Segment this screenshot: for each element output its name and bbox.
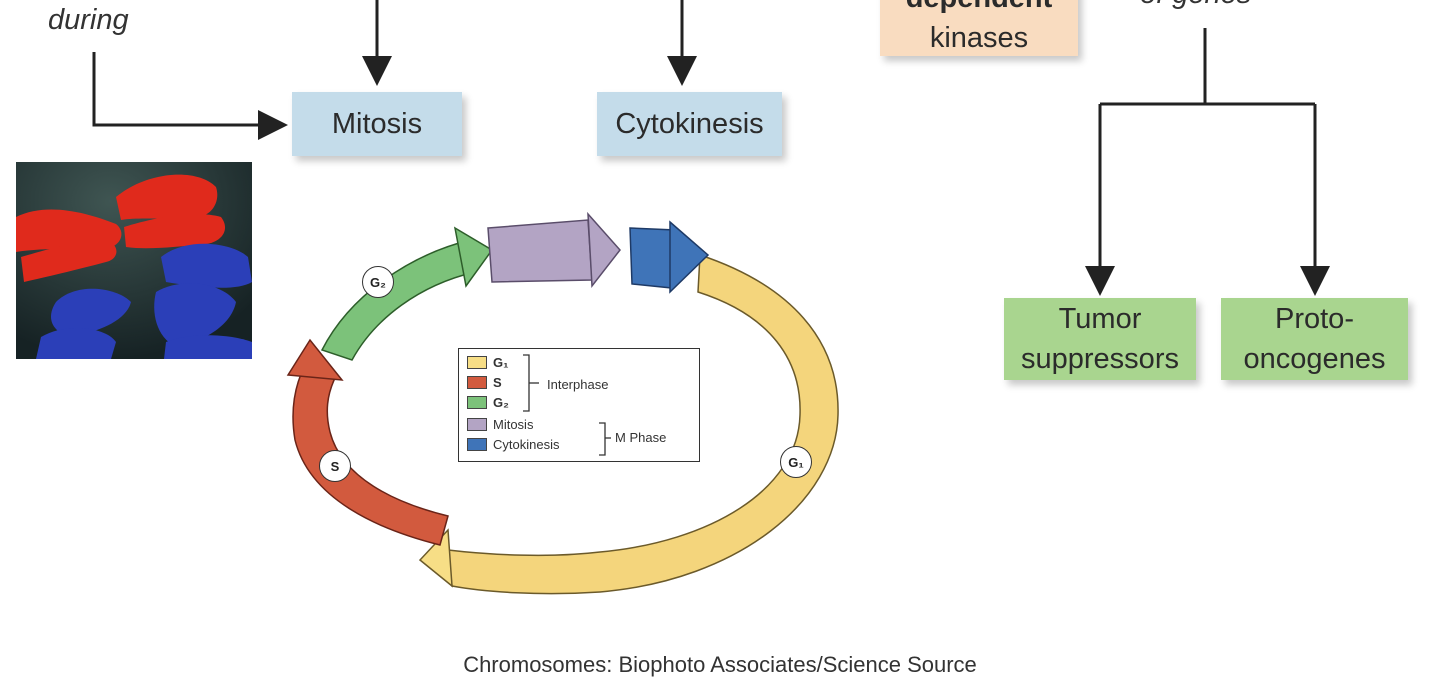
legend-swatch-g1 bbox=[467, 356, 487, 369]
tumor-suppressors-box: Tumor suppressors bbox=[1004, 298, 1196, 380]
cdk-box-line2: kinases bbox=[929, 22, 1029, 54]
during-label: during bbox=[48, 4, 129, 36]
legend-brackets bbox=[523, 354, 611, 456]
tumor-box-line2: suppressors bbox=[1021, 343, 1179, 375]
s-segment bbox=[292, 364, 449, 546]
s-badge: S bbox=[319, 450, 351, 482]
tumor-box-line1: Tumor bbox=[1058, 302, 1142, 335]
arrow-to-mitosis-left bbox=[92, 52, 288, 140]
mitosis-box-label: Mitosis bbox=[331, 107, 423, 140]
legend-label-cytokinesis: Cytokinesis bbox=[493, 437, 560, 452]
photo-credit: Chromosomes: Biophoto Associates/Science… bbox=[463, 652, 977, 677]
legend-row-g1: G₁ bbox=[467, 355, 509, 370]
chromosome-photo bbox=[16, 162, 252, 359]
legend-swatch-cytokinesis bbox=[467, 438, 487, 451]
legend-mphase-label: M Phase bbox=[615, 430, 667, 445]
g1-badge: G₁ bbox=[780, 446, 812, 478]
proto-box-line2: oncogenes bbox=[1243, 343, 1386, 375]
legend-interphase-label: Interphase bbox=[547, 377, 609, 392]
g2-segment bbox=[320, 239, 476, 361]
legend-label-g1: G₁ bbox=[493, 355, 509, 370]
cytokinesis-segment bbox=[629, 227, 676, 289]
phase-legend: G₁ S G₂ Mitosis Cytokinesis Interphase M… bbox=[458, 348, 700, 462]
legend-row-mitosis: Mitosis bbox=[467, 417, 533, 432]
mitosis-box: Mitosis bbox=[292, 92, 462, 156]
legend-swatch-s bbox=[467, 376, 487, 389]
mitosis-segment bbox=[487, 219, 593, 283]
legend-row-cytokinesis: Cytokinesis bbox=[467, 437, 559, 452]
cdk-box: dependent kinases bbox=[880, 0, 1078, 56]
cytokinesis-box: Cytokinesis bbox=[597, 92, 782, 156]
legend-row-s: S bbox=[467, 375, 502, 390]
legend-label-s: S bbox=[493, 375, 502, 390]
legend-label-mitosis: Mitosis bbox=[493, 417, 534, 432]
legend-label-g2: G₂ bbox=[493, 395, 509, 410]
chromosome-photo-graphic bbox=[16, 162, 252, 359]
proto-box-line1: Proto- bbox=[1275, 302, 1354, 335]
proto-oncogenes-box: Proto- oncogenes bbox=[1221, 298, 1408, 380]
cdk-box-line1: dependent bbox=[906, 0, 1053, 18]
legend-swatch-g2 bbox=[467, 396, 487, 409]
of-genes-label: of genes bbox=[1140, 0, 1251, 11]
legend-row-g2: G₂ bbox=[467, 395, 509, 410]
legend-swatch-mitosis bbox=[467, 418, 487, 431]
cytokinesis-box-label: Cytokinesis bbox=[615, 107, 764, 140]
g2-badge: G₂ bbox=[362, 266, 394, 298]
